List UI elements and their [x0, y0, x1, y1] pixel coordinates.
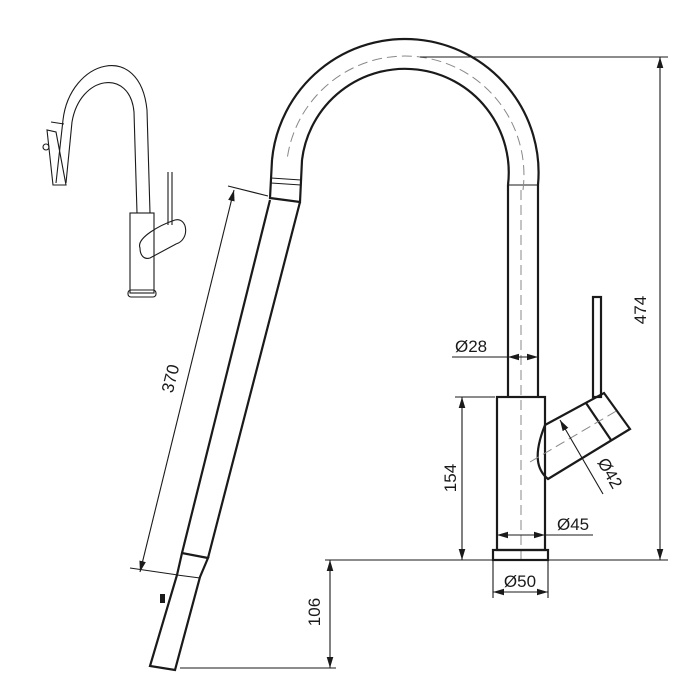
- faucet-main-view: [148, 37, 632, 672]
- dim-base-diameter: Ø50: [504, 572, 536, 591]
- dim-spout-diameter: Ø28: [455, 337, 487, 356]
- dim-hose-pullout: 370: [158, 363, 183, 395]
- faucet-thumbnail: [42, 65, 187, 298]
- dim-total-height: 474: [631, 296, 650, 324]
- spray-button-icon: [160, 594, 165, 603]
- dim-body-height: 154: [441, 464, 460, 492]
- dimension-lines: [129, 56, 668, 669]
- dim-body-diameter: Ø45: [557, 515, 589, 534]
- dim-spray-head-length: 106: [305, 598, 324, 626]
- spray-button-icon: [42, 143, 50, 151]
